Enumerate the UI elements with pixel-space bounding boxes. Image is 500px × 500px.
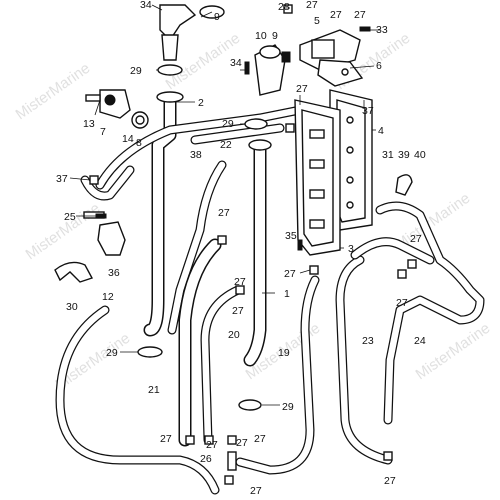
label-29: 29 xyxy=(282,401,294,413)
part-7 xyxy=(85,89,131,119)
label-25: 25 xyxy=(64,211,76,223)
label-27: 27 xyxy=(410,233,422,245)
part-labels: 34 9 28 27 27 27 5 33 10 9 6 34 29 2 27 … xyxy=(56,0,426,497)
label-5: 5 xyxy=(314,15,320,27)
label-1: 1 xyxy=(284,288,290,300)
watermark-text: MisterMarine xyxy=(13,60,94,124)
label-35: 35 xyxy=(285,230,297,242)
label-9: 9 xyxy=(272,30,278,42)
hose-2 xyxy=(143,91,184,337)
label-27: 27 xyxy=(254,433,266,445)
clip-31 xyxy=(395,174,413,196)
label-14: 14 xyxy=(122,133,134,145)
label-27: 27 xyxy=(330,9,342,21)
label-27: 27 xyxy=(396,297,408,309)
label-27: 27 xyxy=(306,0,318,11)
label-8: 8 xyxy=(136,137,142,149)
label-4: 4 xyxy=(378,125,384,137)
bracket-36 xyxy=(83,211,126,256)
label-10: 10 xyxy=(255,30,267,42)
label-21: 21 xyxy=(148,384,160,396)
label-3: 3 xyxy=(348,243,354,255)
label-29: 29 xyxy=(222,118,234,130)
label-7: 7 xyxy=(100,126,106,138)
hose-20 xyxy=(200,285,243,445)
label-27: 27 xyxy=(218,207,230,219)
label-22: 22 xyxy=(220,139,232,151)
label-6: 6 xyxy=(376,60,382,72)
label-27: 27 xyxy=(234,276,246,288)
label-39: 39 xyxy=(398,149,410,161)
hose-21 xyxy=(178,238,222,447)
connector-26 xyxy=(227,451,237,471)
label-27: 27 xyxy=(250,485,262,497)
label-9: 9 xyxy=(214,11,220,23)
fitting-10 xyxy=(254,44,291,96)
hose-19 xyxy=(235,275,320,475)
label-37: 37 xyxy=(56,173,68,185)
label-27: 27 xyxy=(236,437,248,449)
label-2: 2 xyxy=(198,97,204,109)
label-24: 24 xyxy=(414,335,426,347)
label-31: 31 xyxy=(382,149,394,161)
label-23: 23 xyxy=(362,335,374,347)
label-37: 37 xyxy=(362,105,374,117)
plate-3 xyxy=(294,99,341,256)
hose-22 xyxy=(167,160,227,335)
label-13: 13 xyxy=(83,118,95,130)
hose-37 xyxy=(80,165,135,201)
label-27: 27 xyxy=(354,9,366,21)
label-27: 27 xyxy=(384,475,396,487)
label-36: 36 xyxy=(108,267,120,279)
label-27: 27 xyxy=(160,433,172,445)
label-27: 27 xyxy=(284,268,296,280)
label-40: 40 xyxy=(414,149,426,161)
label-33: 33 xyxy=(376,24,388,36)
label-28: 28 xyxy=(278,1,290,13)
label-34: 34 xyxy=(140,0,152,11)
label-27: 27 xyxy=(232,305,244,317)
leader-lines xyxy=(69,4,380,406)
pipe-38 xyxy=(95,105,305,190)
clamp-27 xyxy=(89,4,417,485)
hose-1 xyxy=(243,139,272,367)
label-20: 20 xyxy=(228,329,240,341)
part-8-14 xyxy=(131,111,149,129)
label-26: 26 xyxy=(200,453,212,465)
label-29: 29 xyxy=(130,65,142,77)
clip-30 xyxy=(54,261,94,283)
label-27: 27 xyxy=(296,83,308,95)
label-19: 19 xyxy=(278,347,290,359)
watermark-text: MisterMarine xyxy=(413,320,494,384)
thermostat-housing-5 xyxy=(299,29,364,87)
watermark-text: MisterMarine xyxy=(23,200,104,264)
label-12: 12 xyxy=(102,291,114,303)
label-27: 27 xyxy=(206,439,218,451)
hose-12 xyxy=(55,305,220,495)
label-38: 38 xyxy=(190,149,202,161)
hose-24 xyxy=(350,201,485,425)
label-30: 30 xyxy=(66,301,78,313)
hose-23 xyxy=(335,255,393,465)
label-29: 29 xyxy=(106,347,118,359)
label-34: 34 xyxy=(230,57,242,69)
